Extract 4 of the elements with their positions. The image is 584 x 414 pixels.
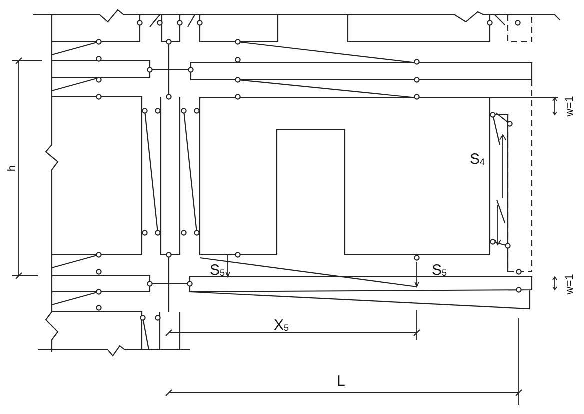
dimension-label: L	[337, 374, 346, 389]
dimension-label: w=1	[564, 274, 576, 295]
dimension-label: h	[8, 165, 19, 172]
dimension-label: w=1	[564, 96, 576, 117]
